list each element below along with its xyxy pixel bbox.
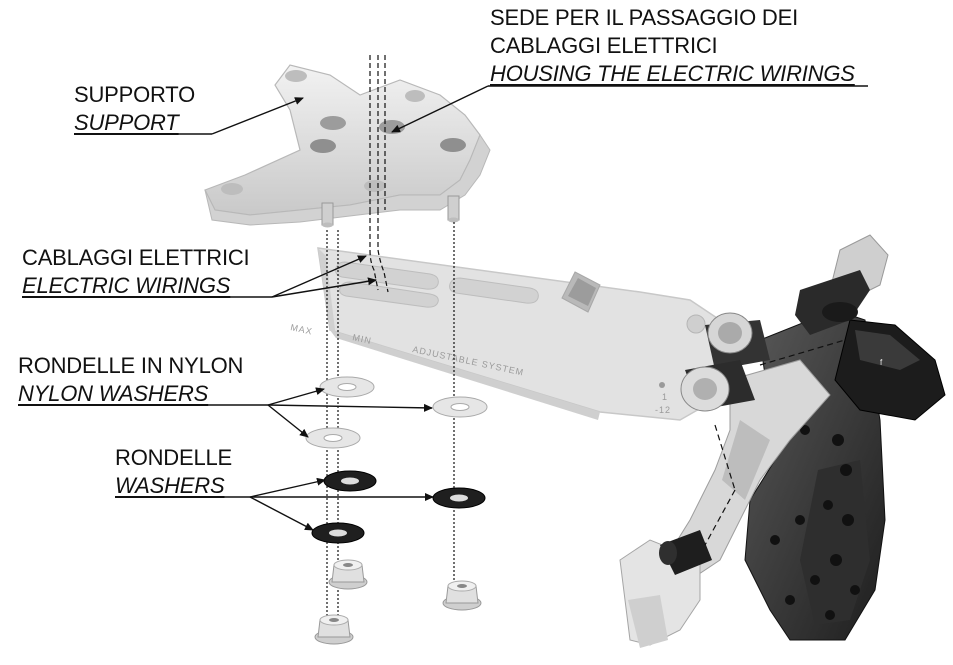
wiring-paths xyxy=(369,55,389,293)
assembly-guides xyxy=(704,339,846,546)
wirings-label-en: ELECTRIC WIRINGS xyxy=(22,273,231,298)
engraving-scale-bottom: -12 xyxy=(655,405,671,415)
adjustable-arm: MAX MIN ADJUSTABLE SYSTEM 1 -12 xyxy=(290,247,741,421)
housing-label-en: HOUSING THE ELECTRIC WIRINGS xyxy=(490,61,855,86)
support-callout: SUPPORTO SUPPORT xyxy=(74,81,195,137)
support-label-en: SUPPORT xyxy=(74,110,179,135)
engraving-min: MIN xyxy=(352,332,373,346)
engraving-max: MAX xyxy=(290,322,314,336)
washers-label-en: WASHERS xyxy=(115,473,225,498)
housing-callout: SEDE PER IL PASSAGGIO DEI CABLAGGI ELETT… xyxy=(490,4,855,88)
washers-label-it: RONDELLE xyxy=(115,445,232,470)
knob: f xyxy=(834,319,946,421)
flange-nuts xyxy=(314,559,482,645)
metal-washers xyxy=(311,470,486,544)
housing-label-it-line2: CABLAGGI ELETTRICI xyxy=(490,33,718,58)
wirings-label-it: CABLAGGI ELETTRICI xyxy=(22,245,250,270)
washers-callout: RONDELLE WASHERS xyxy=(115,444,232,500)
support-plate xyxy=(204,64,491,228)
nylon-washers-label-it: RONDELLE IN NYLON xyxy=(18,353,244,378)
leader-lines xyxy=(18,85,868,531)
nylon-washers xyxy=(305,376,488,449)
nylon-washers-label-en: NYLON WASHERS xyxy=(18,381,209,406)
housing-label-it-line1: SEDE PER IL PASSAGGIO DEI xyxy=(490,5,798,30)
support-label-it: SUPPORTO xyxy=(74,82,196,107)
lever xyxy=(795,234,889,335)
svg-text:f: f xyxy=(880,358,883,367)
pivot-bushes xyxy=(659,312,770,575)
wirings-callout: CABLAGGI ELETTRICI ELECTRIC WIRINGS xyxy=(22,244,250,300)
nylon-washers-callout: RONDELLE IN NYLON NYLON WASHERS xyxy=(18,352,243,408)
engraving-scale-top: 1 xyxy=(662,392,668,402)
